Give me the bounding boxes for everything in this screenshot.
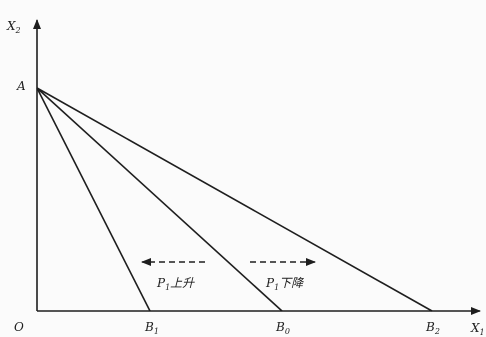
point-b0-label: B0 [275,320,290,336]
point-b1-label: B1 [144,320,159,336]
price-fall-label: P1下降 [265,276,304,292]
budget-line-b2 [36,87,433,312]
point-b2-label: B2 [425,320,440,336]
origin-label: O [14,320,24,334]
budget-line-b1 [36,87,151,312]
price-rise-label: P1上升 [156,276,195,292]
x-axis-label: X1 [470,321,485,337]
budget-line-b0 [36,87,283,312]
y-axis-label: X2 [6,19,21,35]
point-a-label: A [16,79,26,93]
